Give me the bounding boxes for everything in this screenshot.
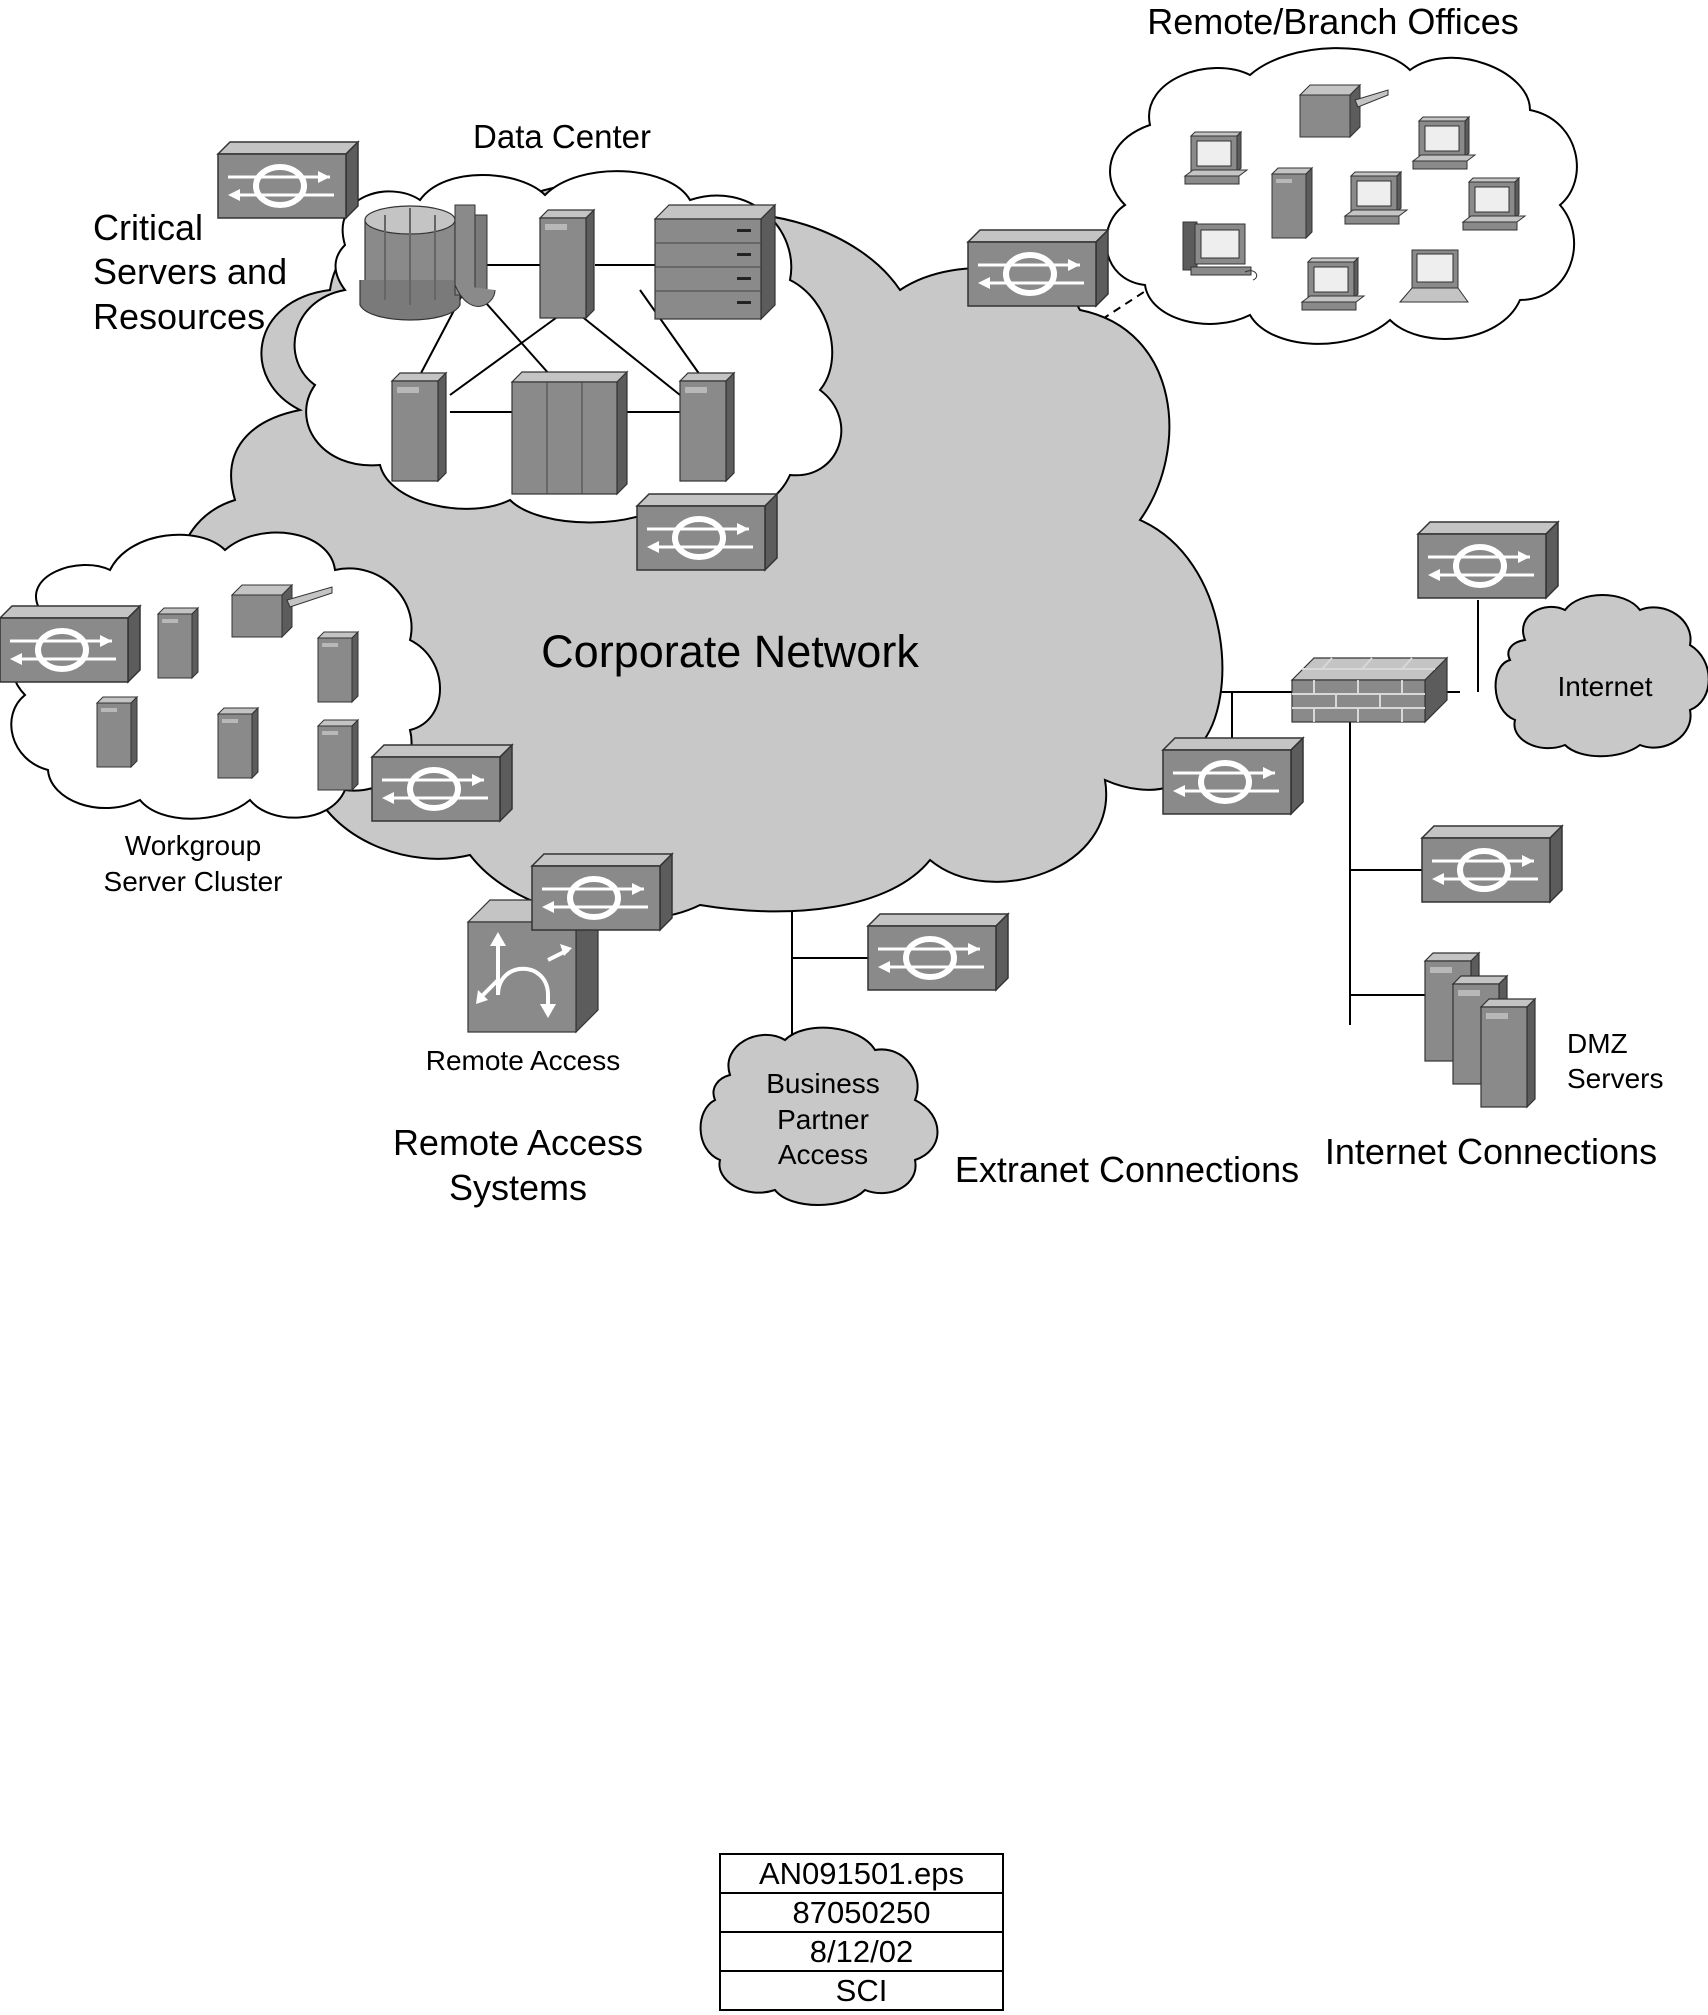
- vpn-concentrator-icon: [868, 914, 1008, 990]
- server-tower-icon: [157, 607, 199, 679]
- business-partner-label: Business Partner Access: [766, 1068, 880, 1170]
- firewall-icon: [1290, 656, 1449, 724]
- svg-text:Servers and: Servers and: [93, 251, 287, 292]
- vpn-concentrator-icon: [218, 142, 358, 218]
- vpn-concentrator-icon: [372, 745, 512, 821]
- server-tower-icon: [217, 707, 259, 779]
- svg-text:Servers: Servers: [1567, 1063, 1663, 1094]
- svg-text:Partner: Partner: [777, 1104, 869, 1135]
- pc-workstation-icon: [1412, 116, 1476, 170]
- stamp-code: SCI: [719, 1970, 1004, 2011]
- printer-icon: [230, 583, 333, 639]
- pc-workstation-icon: [1462, 177, 1526, 231]
- server-tower-icon: [317, 719, 359, 791]
- vpn-concentrator-icon: [968, 230, 1108, 306]
- remote-branch-label: Remote/Branch Offices: [1147, 1, 1519, 42]
- vpn-concentrator-icon: [1422, 826, 1562, 902]
- server-tower-icon: [391, 372, 447, 482]
- svg-text:Critical: Critical: [93, 207, 203, 248]
- vpn-concentrator-icon: [532, 854, 672, 930]
- stamp-filename: AN091501.eps: [719, 1853, 1004, 1894]
- file-info-stamp: AN091501.eps 87050250 8/12/02 SCI: [719, 1853, 1004, 2011]
- server-tower-icon: [539, 209, 595, 319]
- storage-array-icon: [510, 370, 629, 496]
- laptop-icon: [1398, 249, 1469, 303]
- vpn-concentrator-icon: [637, 494, 777, 570]
- stamp-number: 87050250: [719, 1892, 1004, 1933]
- remote-access-systems-label: Remote Access Systems: [393, 1122, 643, 1208]
- server-tower-icon: [1271, 167, 1313, 239]
- svg-text:DMZ: DMZ: [1567, 1028, 1628, 1059]
- svg-text:Access: Access: [778, 1139, 868, 1170]
- business-partner-cloud: Business Partner Access: [699, 1026, 939, 1206]
- svg-text:Resources: Resources: [93, 296, 265, 337]
- pc-workstation-icon: [1301, 257, 1365, 311]
- corporate-network-label: Corporate Network: [541, 626, 919, 677]
- workgroup-label: Workgroup Server Cluster: [104, 830, 283, 897]
- mainframe-icon: [359, 204, 496, 321]
- dmz-servers-icon: [1424, 952, 1536, 1108]
- svg-text:Business: Business: [766, 1068, 880, 1099]
- critical-servers-label: Critical Servers and Resources: [93, 207, 287, 337]
- internet-connections-label: Internet Connections: [1325, 1131, 1657, 1172]
- internet-label: Internet: [1558, 671, 1653, 702]
- server-tower-icon: [679, 372, 735, 482]
- pc-workstation-icon: [1182, 221, 1258, 281]
- svg-text:Workgroup: Workgroup: [125, 830, 261, 861]
- stamp-date: 8/12/02: [719, 1931, 1004, 1972]
- data-center-label: Data Center: [473, 118, 651, 155]
- vpn-concentrator-icon: [1418, 522, 1558, 598]
- data-center-links: [419, 264, 701, 413]
- svg-text:Remote Access: Remote Access: [393, 1122, 643, 1163]
- printer-icon: [1298, 83, 1389, 139]
- vpn-concentrator-icon: [0, 606, 140, 682]
- internet-cloud: Internet: [1494, 594, 1708, 758]
- dmz-label: DMZ Servers: [1567, 1028, 1663, 1094]
- storage-array-icon: [653, 203, 777, 321]
- remote-access-label: Remote Access: [426, 1045, 621, 1076]
- svg-text:Systems: Systems: [449, 1167, 587, 1208]
- server-tower-icon: [96, 696, 138, 768]
- extranet-connections-label: Extranet Connections: [955, 1149, 1299, 1190]
- pc-workstation-icon: [1344, 171, 1408, 225]
- pc-workstation-icon: [1184, 131, 1248, 185]
- svg-text:Server Cluster: Server Cluster: [104, 866, 283, 897]
- vpn-concentrator-icon: [1163, 738, 1303, 814]
- server-tower-icon: [317, 631, 359, 703]
